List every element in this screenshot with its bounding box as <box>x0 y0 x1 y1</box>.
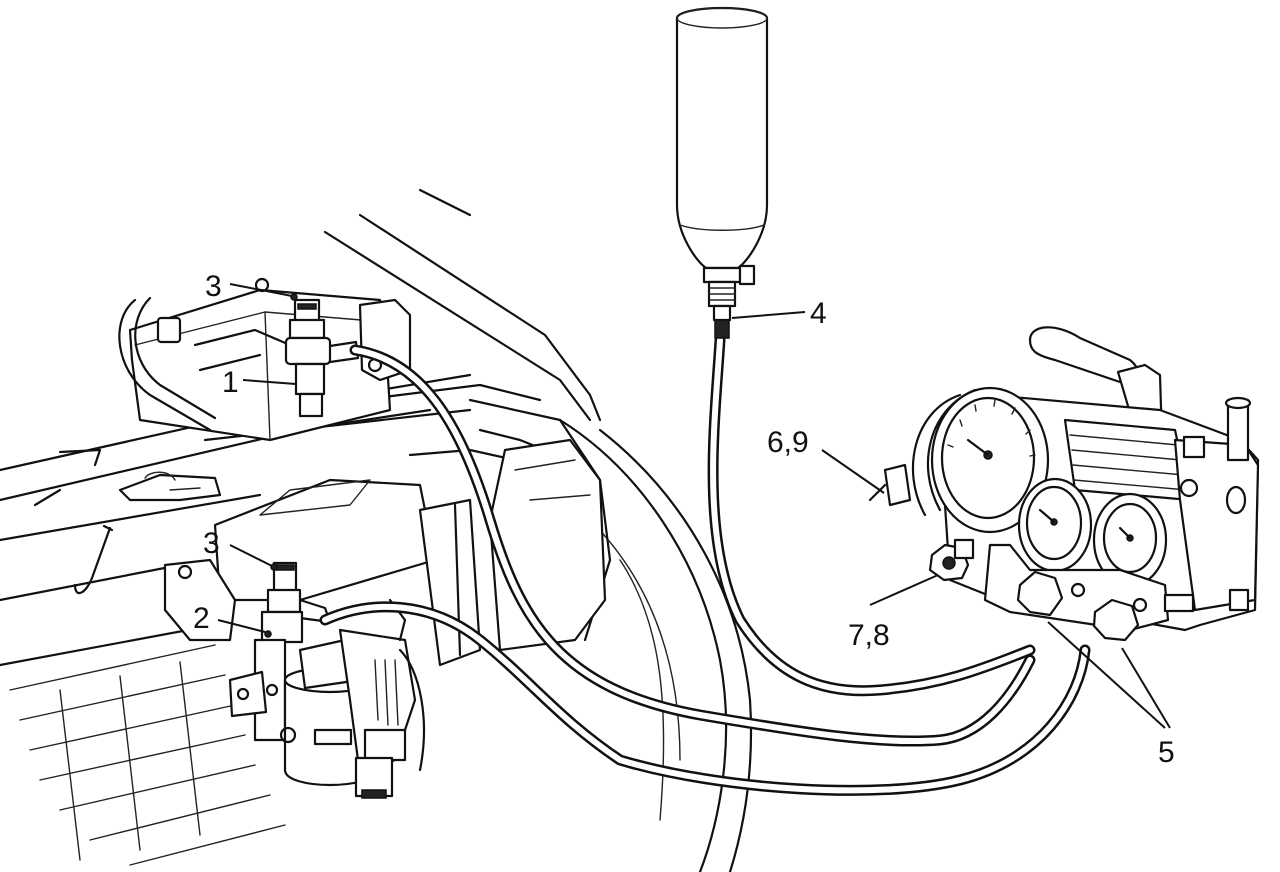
service-hoses <box>319 334 1091 796</box>
callout-3-upper: 3 <box>205 270 222 303</box>
callouts: 3 1 3 2 4 6,9 7,8 5 <box>193 270 1175 769</box>
manifold-gauge-station <box>868 326 1260 642</box>
callout-2: 2 <box>193 602 210 635</box>
callout-4: 4 <box>810 297 827 330</box>
grille-slats <box>9 644 286 866</box>
leader-lines <box>217 283 1171 729</box>
refrigerant-can <box>675 6 769 339</box>
callout-3-lower: 3 <box>203 527 220 560</box>
callout-7-8: 7,8 <box>848 619 890 652</box>
low-side-port-assembly <box>228 561 426 799</box>
callout-5: 5 <box>1158 736 1175 769</box>
callout-6-9: 6,9 <box>767 426 809 459</box>
callout-1: 1 <box>222 366 239 399</box>
